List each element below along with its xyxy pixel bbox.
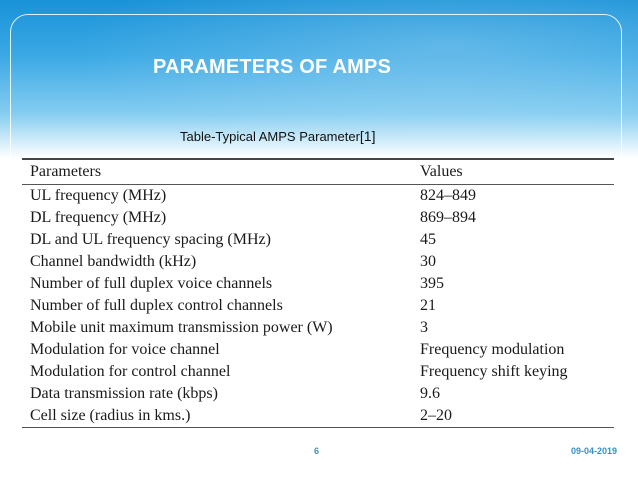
value-cell: 824–849 [420,187,476,204]
value-cell: 45 [420,231,436,248]
table-header-row: Parameters Values [22,160,614,184]
parameter-cell: Number of full duplex voice channels [30,275,273,292]
table-row: Mobile unit maximum transmission power (… [22,317,614,339]
slide-date: 09-04-2019 [571,446,618,456]
parameter-cell: Channel bandwidth (kHz) [30,253,197,270]
value-cell: 2–20 [420,407,452,424]
parameter-cell: Mobile unit maximum transmission power (… [30,319,333,336]
value-cell: Frequency modulation [420,341,565,358]
slide-title: PARAMETERS OF AMPS [153,56,392,78]
value-cell: 395 [420,275,444,292]
parameter-cell: UL frequency (MHz) [30,187,167,204]
header-parameters: Parameters [30,163,102,180]
caption-text: Table-Typical AMPS Parameter [180,129,360,144]
table-row: Number of full duplex voice channels 395 [22,273,614,295]
page-number: 6 [314,446,320,456]
slide-frame [10,14,622,466]
table-row: Number of full duplex control channels 21 [22,295,614,317]
parameter-table: Parameters Values [22,160,614,184]
header-sheen [0,0,638,158]
table-row: Cell size (radius in kms.) 2–20 [22,405,614,427]
parameter-table-body: UL frequency (MHz) 824–849 DL frequency (M… [22,185,614,427]
table-row: Channel bandwidth (kHz) 30 [22,251,614,273]
parameter-cell: DL frequency (MHz) [30,209,167,226]
parameter-cell: Number of full duplex control channels [30,297,283,314]
table-row: DL and UL frequency spacing (MHz) 45 [22,229,614,251]
table-row: UL frequency (MHz) 824–849 [22,185,614,207]
table-caption: Table-Typical AMPS Parameter[1] [180,128,375,144]
value-cell: 9.6 [420,385,440,402]
parameter-cell: Modulation for voice channel [30,341,220,358]
parameter-cell: Modulation for control channel [30,363,231,380]
table-row: Modulation for control channel Frequency … [22,361,614,383]
table-row: Data transmission rate (kbps) 9.6 [22,383,614,405]
table-row: DL frequency (MHz) 869–894 [22,207,614,229]
header-band [0,0,638,158]
parameter-cell: DL and UL frequency spacing (MHz) [30,231,271,248]
header-bottom-rule [22,184,614,185]
value-cell: Frequency shift keying [420,363,568,380]
table-row: Modulation for voice channel Frequency mo… [22,339,614,361]
value-cell: 21 [420,297,436,314]
table-bottom-rule [22,427,614,428]
header-values: Values [420,163,463,180]
value-cell: 3 [420,319,428,336]
table-top-rule [22,158,614,160]
caption-reference: [1] [359,128,376,144]
amps-parameter-table: Parameters Values UL frequency (MHz) 824–… [22,158,614,428]
value-cell: 869–894 [420,209,476,226]
parameter-cell: Data transmission rate (kbps) [30,385,218,402]
parameter-cell: Cell size (radius in kms.) [30,407,191,424]
value-cell: 30 [420,253,436,270]
